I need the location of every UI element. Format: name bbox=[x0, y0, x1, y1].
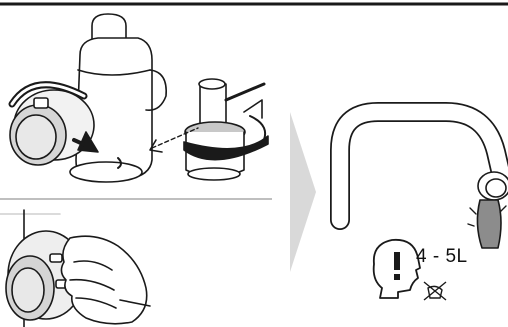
result-spout-illustration bbox=[330, 102, 508, 249]
volume-label: 4 - 5L bbox=[416, 246, 468, 267]
step1-tap-illustration bbox=[8, 13, 167, 183]
head-warning-icon bbox=[372, 238, 421, 299]
proceed-arrow bbox=[290, 112, 316, 272]
step1-cartridge-illustration bbox=[149, 78, 269, 181]
step2-hand-knob-illustration bbox=[0, 209, 151, 327]
crossed-out-drinking-icon bbox=[423, 281, 447, 301]
